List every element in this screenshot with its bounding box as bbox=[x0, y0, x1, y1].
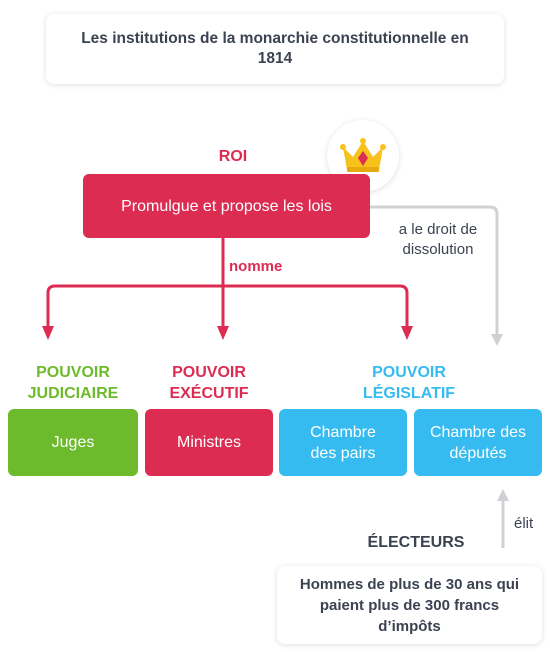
dissolution-arrow bbox=[365, 205, 503, 346]
arrow-to-legislatif bbox=[401, 326, 413, 340]
juges-box: Juges bbox=[8, 409, 138, 476]
electeurs-description: Hommes de plus de 30 ans qui paient plus… bbox=[299, 575, 520, 635]
roi-box-text: Promulgue et propose les lois bbox=[121, 197, 332, 215]
dissolution-label: a le droit de dissolution bbox=[398, 221, 478, 258]
crown-icon bbox=[340, 138, 386, 172]
roi-label: ROI bbox=[218, 148, 248, 165]
pouvoir-judiciaire-label: POUVOIR JUDICIAIRE bbox=[27, 364, 119, 402]
pouvoir-legislatif-label: POUVOIR LÉGISLATIF bbox=[362, 364, 456, 402]
juges-text: Juges bbox=[51, 434, 95, 451]
chambre-des-pairs-text: Chambre des pairs bbox=[310, 423, 376, 462]
chambre-des-deputes-text: Chambre des députés bbox=[429, 423, 527, 462]
ministres-box: Ministres bbox=[145, 409, 273, 476]
diagram-title-card: Les institutions de la monarchie constit… bbox=[46, 14, 504, 84]
chambre-des-pairs-box: Chambre des pairs bbox=[279, 409, 407, 476]
electeurs-label: ÉLECTEURS bbox=[367, 534, 465, 551]
elit-arrow bbox=[497, 489, 509, 548]
diagram-title: Les institutions de la monarchie constit… bbox=[81, 30, 469, 67]
elit-label: élit bbox=[514, 515, 534, 532]
ministres-text: Ministres bbox=[176, 434, 241, 451]
roi-box: Promulgue et propose les lois bbox=[83, 174, 370, 238]
nomme-arrows bbox=[46, 238, 409, 328]
pouvoir-executif-label: POUVOIR EXÉCUTIF bbox=[169, 364, 249, 402]
arrow-to-executif bbox=[217, 326, 229, 340]
chambre-des-deputes-box: Chambre des députés bbox=[414, 409, 542, 476]
arrowheads-red bbox=[42, 326, 413, 340]
electeurs-card: Hommes de plus de 30 ans qui paient plus… bbox=[277, 566, 542, 644]
arrow-to-judiciaire bbox=[42, 326, 54, 340]
nomme-label: nomme bbox=[229, 258, 283, 275]
